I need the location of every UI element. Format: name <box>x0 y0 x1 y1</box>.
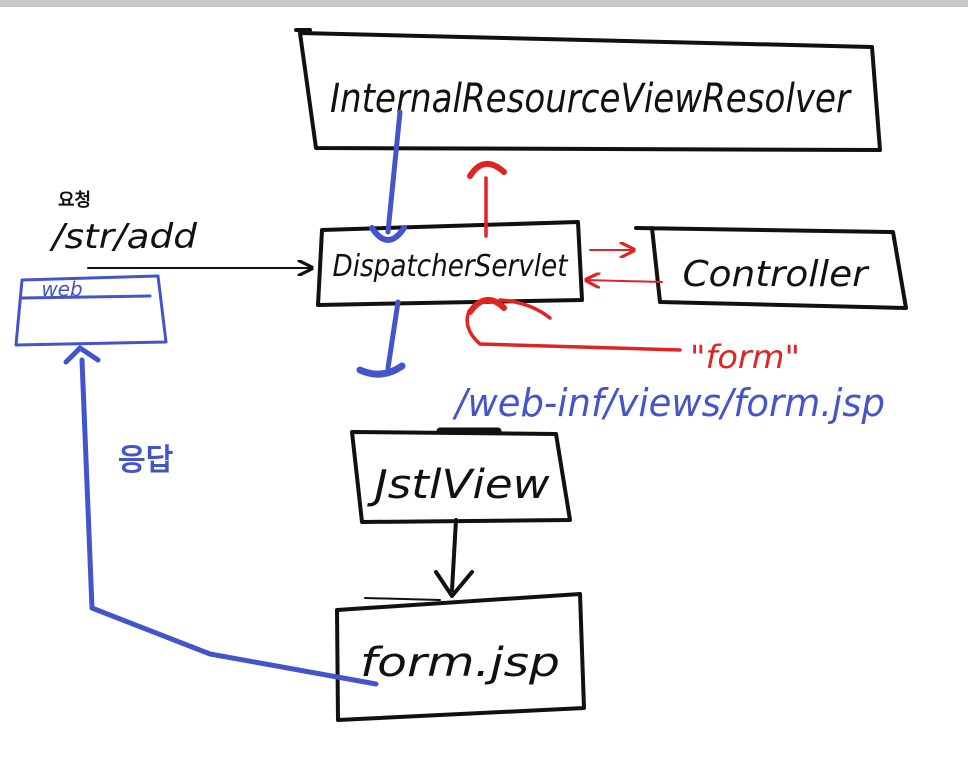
form-jsp-box <box>335 592 586 722</box>
return-loop-head <box>467 297 507 315</box>
form-jsp-node: form.jsp <box>335 592 586 722</box>
response-arrowhead <box>63 345 101 365</box>
controller-box <box>634 226 908 310</box>
controller-label: Controller <box>683 254 870 295</box>
response-korean-label: 응답 <box>118 443 174 478</box>
controller-node: Controller <box>634 226 908 310</box>
form-jsp-label: form.jsp <box>360 640 560 686</box>
jstl-to-form-line <box>450 518 458 592</box>
form-jsp-box-topline <box>364 597 441 601</box>
dispatcher-to-resolver-head <box>467 161 507 179</box>
web-box <box>14 274 168 347</box>
web-box-underline <box>20 294 152 300</box>
dispatcher-node: DispatcherServlet <box>316 220 584 307</box>
resolver-to-dispatcher-arrow <box>385 109 403 235</box>
return-loop-tail <box>498 298 552 320</box>
dispatcher-down-arrowhead <box>356 362 406 378</box>
controller-to-dispatcher-arrow <box>586 280 663 282</box>
return-loop-line <box>465 312 682 352</box>
jstl-view-label: JstlView <box>367 462 550 508</box>
request-korean-label: 요청 <box>58 190 91 211</box>
dispatcher-label: DispatcherServlet <box>333 249 569 284</box>
jstl-view-node: JstlView <box>350 427 572 524</box>
view-resolver-node: InternalResourceViewResolver <box>294 28 882 152</box>
view-resolver-box <box>298 31 882 152</box>
dispatcher-down-arrow <box>385 299 401 371</box>
view-path-label: /web-inf/views/form.jsp <box>452 381 885 425</box>
jstl-to-form-arrowhead <box>434 570 474 598</box>
return-value-label: "form" <box>690 338 800 376</box>
web-label: web <box>41 277 82 301</box>
request-path-label: /str/add <box>49 217 198 257</box>
response-arrow <box>79 357 379 687</box>
view-resolver-label: InternalResourceViewResolver <box>330 76 852 122</box>
web-node: web <box>14 274 168 347</box>
top-strip <box>0 0 968 7</box>
resolver-to-dispatcher-arrowhead <box>369 225 407 243</box>
dispatcher-box <box>316 220 584 307</box>
